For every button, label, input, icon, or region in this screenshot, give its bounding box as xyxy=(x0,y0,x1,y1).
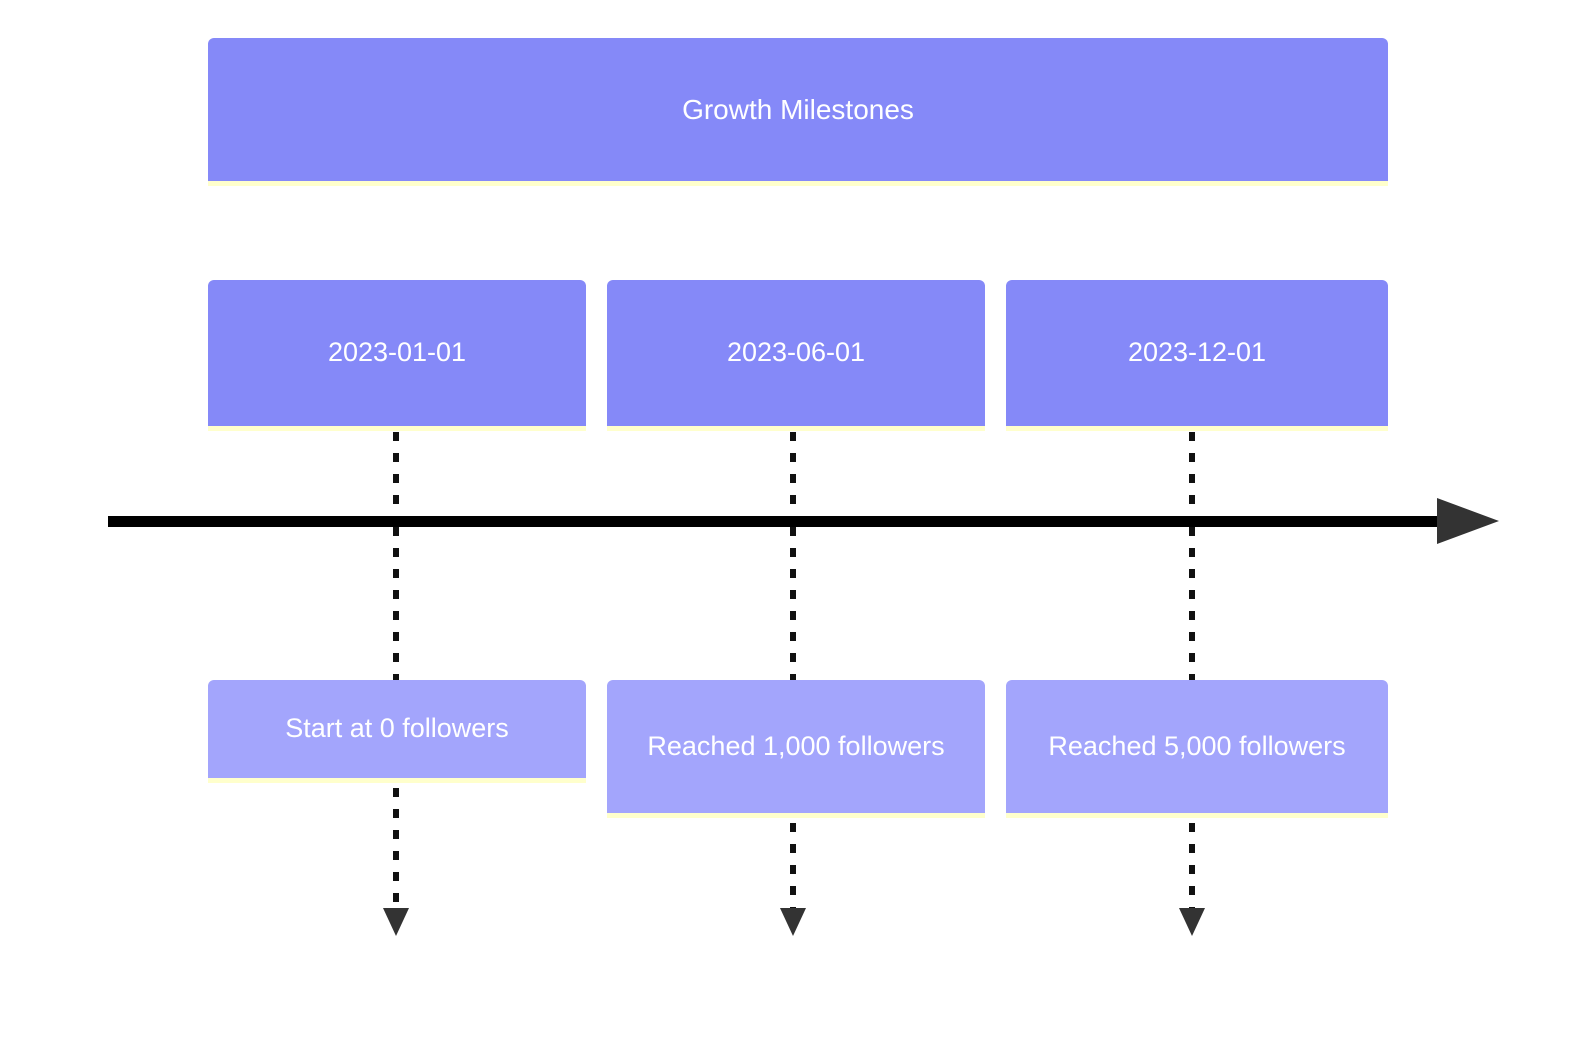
event-label-1: Start at 0 followers xyxy=(285,713,509,744)
event-node-1[interactable]: Start at 0 followers xyxy=(208,680,586,783)
connector-period-to-axis-1 xyxy=(393,432,399,522)
timeline-axis-line xyxy=(108,516,1443,527)
period-label-3: 2023-12-01 xyxy=(1127,337,1267,368)
connector-period-to-axis-3 xyxy=(1189,432,1195,522)
period-label-1: 2023-01-01 xyxy=(327,337,467,368)
event-label-3: Reached 5,000 followers xyxy=(1048,730,1346,761)
diagram-title: Growth Milestones xyxy=(208,38,1388,186)
event-node-2[interactable]: Reached 1,000 followers xyxy=(607,680,985,818)
period-node-1[interactable]: 2023-01-01 xyxy=(208,280,586,431)
event-node-3[interactable]: Reached 5,000 followers xyxy=(1006,680,1388,818)
connector-period-to-axis-2 xyxy=(790,432,796,522)
connector-event-tail-2 xyxy=(790,823,796,910)
arrow-down-icon-2 xyxy=(780,908,806,936)
connector-event-tail-3 xyxy=(1189,823,1195,910)
connector-event-tail-1 xyxy=(393,788,399,910)
event-label-2: Reached 1,000 followers xyxy=(647,730,945,761)
diagram-title-label: Growth Milestones xyxy=(682,93,914,125)
connector-axis-to-event-1 xyxy=(393,527,399,680)
period-node-2[interactable]: 2023-06-01 xyxy=(607,280,985,431)
arrow-down-icon-1 xyxy=(383,908,409,936)
connector-axis-to-event-3 xyxy=(1189,527,1195,680)
connector-axis-to-event-2 xyxy=(790,527,796,680)
arrow-right-icon xyxy=(1437,498,1499,544)
period-label-2: 2023-06-01 xyxy=(726,337,866,368)
arrow-down-icon-3 xyxy=(1179,908,1205,936)
period-node-3[interactable]: 2023-12-01 xyxy=(1006,280,1388,431)
